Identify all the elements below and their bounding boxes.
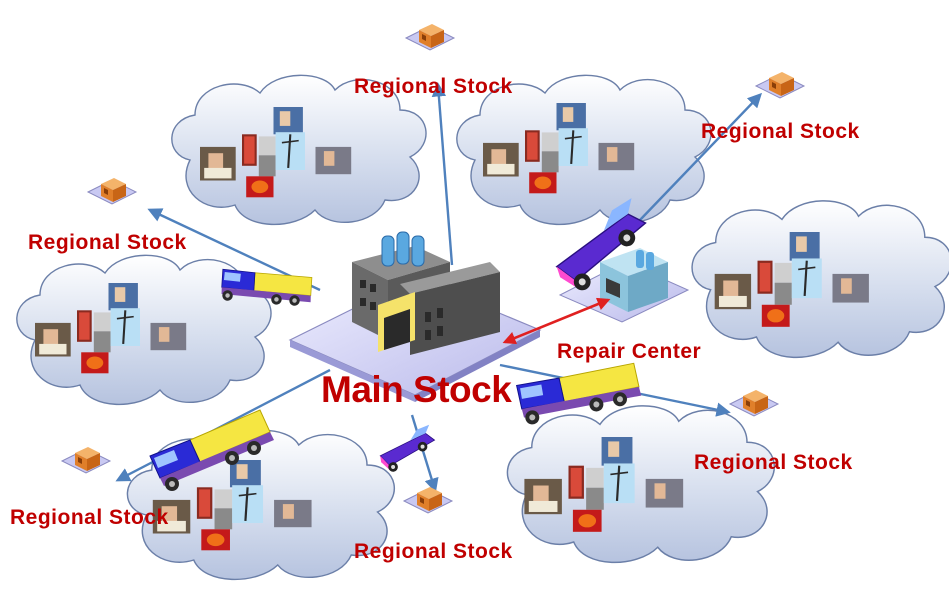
main-stock-label: Main Stock bbox=[321, 369, 512, 410]
repair-center-label: Repair Center bbox=[557, 340, 701, 363]
warehouse-icon bbox=[403, 486, 453, 514]
regional-stock-label-left: Regional Stock bbox=[28, 231, 187, 254]
factory-icon bbox=[352, 231, 500, 355]
link-top bbox=[431, 82, 454, 266]
customer-cloud bbox=[691, 200, 949, 359]
regional-stock-label-bottom: Regional Stock bbox=[354, 540, 513, 563]
customer-cloud bbox=[506, 405, 776, 564]
link-top-right bbox=[639, 92, 762, 221]
regional-stock-label-right: Regional Stock bbox=[694, 451, 853, 474]
regional-stock-label-bottom-left: Regional Stock bbox=[10, 506, 169, 529]
regional-stock-label-top: Regional Stock bbox=[354, 75, 513, 98]
pickup-truck-icon bbox=[376, 423, 439, 474]
warehouse-icon bbox=[87, 177, 137, 205]
link-bottom bbox=[410, 414, 439, 493]
warehouse-icon bbox=[61, 446, 111, 474]
warehouse-icon bbox=[755, 71, 805, 99]
warehouse-icon bbox=[405, 23, 455, 51]
warehouse-icon bbox=[729, 389, 779, 417]
repair-link bbox=[502, 297, 611, 345]
regional-stock-label-top-right: Regional Stock bbox=[701, 120, 860, 143]
